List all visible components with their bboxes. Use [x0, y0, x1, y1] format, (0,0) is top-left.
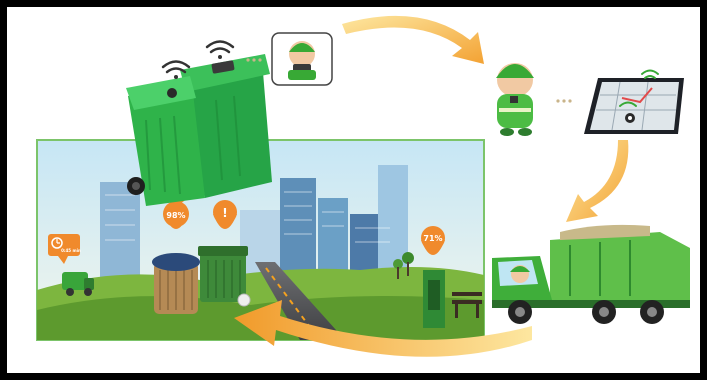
- bench: [452, 292, 482, 318]
- connection-dots-1: [246, 58, 262, 62]
- garbage-truck: [492, 224, 690, 324]
- timer-label: 0:45 min: [61, 248, 81, 253]
- trash-bag: [237, 293, 251, 307]
- alert-marker: !: [213, 200, 237, 229]
- smart-bins: [126, 54, 272, 206]
- map-pin-icon: [625, 113, 635, 123]
- alert-label: !: [222, 206, 227, 220]
- connection-dots-2: [556, 99, 572, 103]
- wifi-icon: [161, 60, 191, 79]
- street-bin-green: [198, 246, 248, 302]
- road: [255, 262, 345, 340]
- fill-level-marker-right: 71%: [421, 226, 445, 255]
- street-bin-tall: [423, 270, 445, 328]
- trees: [393, 252, 414, 279]
- small-truck: [62, 272, 94, 296]
- fill-level-right-label: 71%: [423, 234, 442, 243]
- wifi-icon: [205, 40, 235, 59]
- fill-level-left-label: 98%: [166, 211, 185, 220]
- street-bin-round: [152, 253, 200, 314]
- timer-marker: 0:45 min: [48, 234, 81, 264]
- field-worker: [496, 63, 534, 136]
- clock-icon: [51, 237, 63, 249]
- operator-avatar: [271, 32, 333, 86]
- flow-arrow-top: [342, 15, 484, 64]
- flow-arrow-right: [566, 140, 629, 222]
- tablet-map: [584, 69, 684, 134]
- flow-arrow-bottom: [234, 300, 532, 357]
